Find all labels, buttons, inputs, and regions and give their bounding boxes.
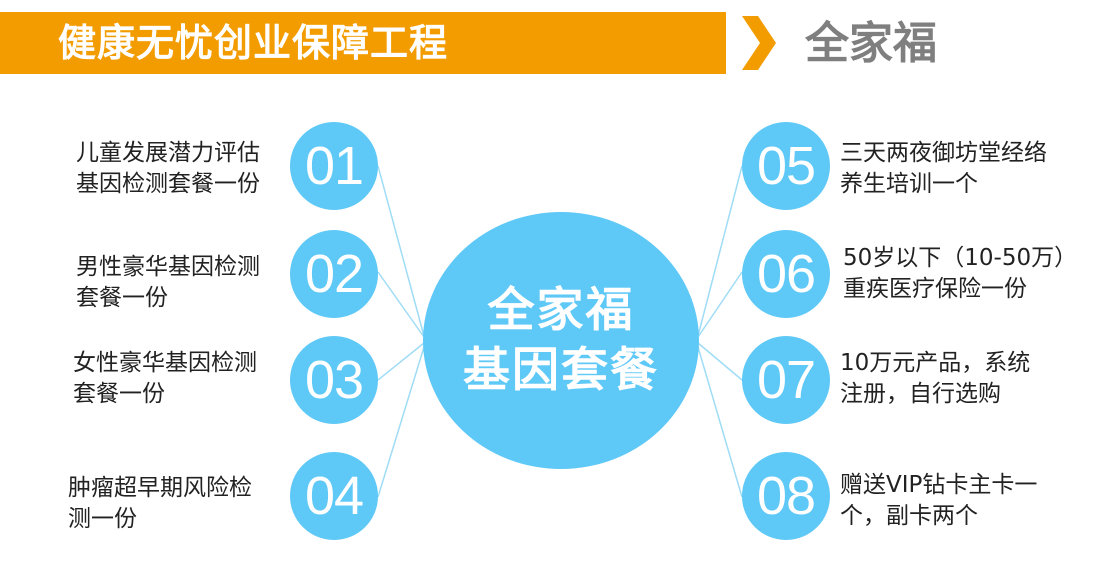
connector-05 — [697, 165, 743, 337]
item-text-01: 儿童发展潜力评估 基因检测套餐一份 — [76, 138, 260, 200]
item-text-05: 三天两夜御坊堂经络 养生培训一个 — [840, 138, 1047, 200]
item-text-08: 赠送VIP钻卡主卡一 个，副卡两个 — [840, 470, 1037, 532]
number-circle-07: 07 — [742, 336, 830, 424]
item-line: 重疾医疗保险一份 — [843, 276, 1027, 302]
item-text-02: 男性豪华基因检测 套餐一份 — [76, 252, 260, 314]
item-line: 基因检测套餐一份 — [76, 171, 260, 197]
item-line: 注册，自行选购 — [840, 381, 1001, 407]
connector-02 — [377, 271, 425, 338]
item-line: 测一份 — [68, 506, 137, 532]
number-circle-08: 08 — [742, 452, 830, 540]
number-circle-06: 06 — [742, 230, 830, 318]
item-line: 养生培训一个 — [840, 171, 978, 197]
center-title-line2: 基因套餐 — [463, 342, 659, 398]
item-line: 套餐一份 — [73, 381, 165, 407]
header-bar — [0, 12, 726, 74]
item-line: 50岁以下（10-50万） — [843, 245, 1078, 271]
connector-04 — [377, 346, 425, 498]
item-line: 女性豪华基因检测 — [73, 350, 257, 376]
chevron-right-icon — [742, 16, 776, 70]
item-line: 儿童发展潜力评估 — [76, 140, 260, 166]
item-text-07: 10万元产品，系统 注册，自行选购 — [840, 348, 1030, 410]
item-text-04: 肿瘤超早期风险检 测一份 — [68, 473, 252, 535]
item-line: 肿瘤超早期风险检 — [68, 475, 252, 501]
center-circle: 全家福 基因套餐 — [423, 212, 699, 469]
connector-06 — [697, 271, 743, 338]
item-text-06: 50岁以下（10-50万） 重疾医疗保险一份 — [843, 243, 1077, 305]
number-circle-01: 01 — [290, 122, 378, 210]
number-circle-05: 05 — [742, 122, 830, 210]
connector-08 — [697, 346, 743, 498]
item-line: 套餐一份 — [76, 285, 168, 311]
number-circle-04: 04 — [290, 452, 378, 540]
connector-03 — [377, 342, 425, 381]
item-line: 男性豪华基因检测 — [76, 254, 260, 280]
connector-07 — [697, 342, 743, 381]
item-text-03: 女性豪华基因检测 套餐一份 — [73, 348, 257, 410]
header-subtitle: 全家福 — [805, 18, 937, 69]
center-title-line1: 全家福 — [487, 282, 635, 338]
item-line: 个，副卡两个 — [840, 503, 978, 529]
connector-01 — [377, 165, 425, 337]
item-line: 赠送VIP钻卡主卡一 — [840, 472, 1038, 498]
item-line: 10万元产品，系统 — [840, 350, 1031, 376]
number-circle-02: 02 — [290, 230, 378, 318]
header-title: 健康无忧创业保障工程 — [58, 21, 449, 65]
item-line: 三天两夜御坊堂经络 — [840, 140, 1047, 166]
number-circle-03: 03 — [290, 336, 378, 424]
